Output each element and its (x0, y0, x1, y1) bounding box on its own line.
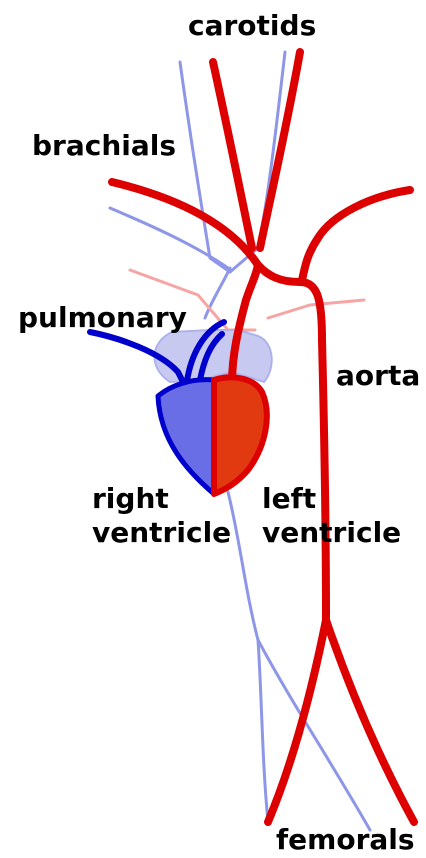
label-aorta: aorta (336, 362, 420, 390)
right-femoral-artery (326, 620, 414, 822)
label-pulmonary: pulmonary (18, 304, 187, 332)
left-carotid-artery (213, 62, 252, 248)
left-femoral-artery (268, 620, 326, 822)
vena-cava-upper (205, 268, 230, 318)
label-brachials: brachials (32, 132, 176, 160)
left-ventricle (214, 377, 267, 494)
label-left-ventricle: left ventricle (262, 482, 401, 550)
label-left-ventricle-line2: ventricle (262, 516, 401, 550)
left-brachial-artery (112, 182, 258, 265)
vena-cava-lower (228, 492, 258, 640)
right-ventricle (158, 380, 214, 494)
label-femorals: femorals (276, 826, 415, 854)
label-carotids: carotids (188, 12, 316, 40)
label-left-ventricle-line1: left (262, 482, 401, 516)
label-right-ventricle-line2: ventricle (92, 516, 231, 550)
label-right-ventricle-line1: right (92, 482, 231, 516)
right-brachial-artery (302, 190, 410, 280)
right-carotid-artery (260, 52, 300, 248)
atria (154, 330, 271, 382)
left-femoral-vein (258, 640, 268, 822)
label-right-ventricle: right ventricle (92, 482, 231, 550)
